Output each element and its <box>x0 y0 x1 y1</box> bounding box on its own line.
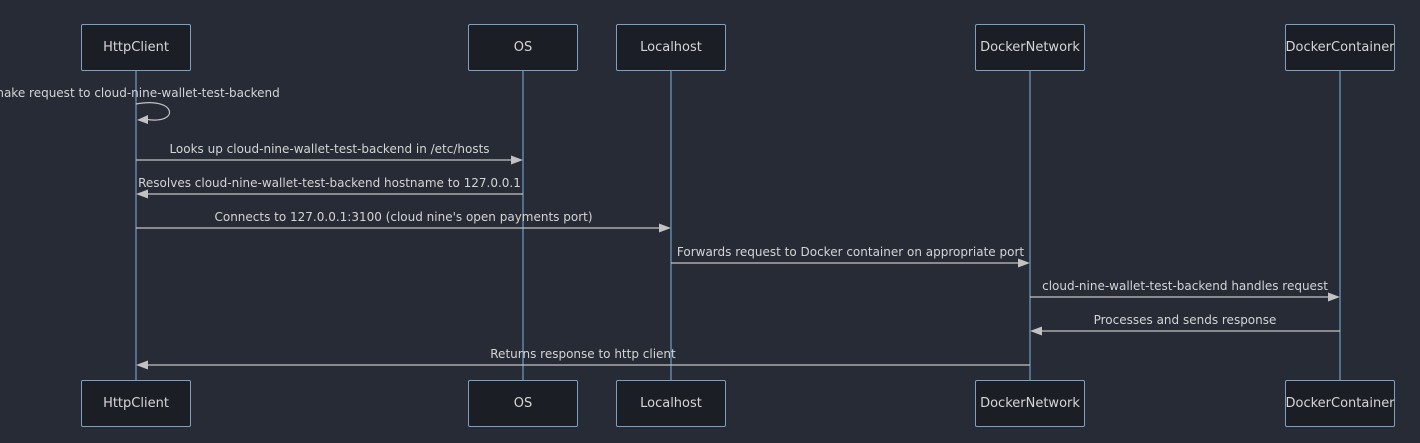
actor-label: Localhost <box>640 40 702 55</box>
message-label: Forwards request to Docker container on … <box>676 245 1025 259</box>
actor-box-dockernetwork-top: DockerNetwork <box>975 24 1085 71</box>
actor-label: HttpClient <box>103 396 169 411</box>
actor-label: OS <box>513 40 533 55</box>
actor-box-dockernetwork-bottom: DockerNetwork <box>975 380 1085 427</box>
actor-box-dockercontainer-top: DockerContainer <box>1285 24 1395 71</box>
message-label: make request to cloud-nine-wallet-test-b… <box>0 86 280 100</box>
message-arrowhead <box>1030 326 1042 336</box>
actor-box-httpclient-top: HttpClient <box>81 24 191 71</box>
message-arrowhead <box>659 223 671 233</box>
actor-label: Localhost <box>640 396 702 411</box>
actor-box-dockercontainer-bottom: DockerContainer <box>1285 380 1395 427</box>
actor-label: DockerNetwork <box>980 40 1080 55</box>
self-message-loop <box>135 102 171 121</box>
actor-box-os-bottom: OS <box>468 380 578 427</box>
message-arrowhead <box>1328 292 1340 302</box>
actor-box-httpclient-bottom: HttpClient <box>81 380 191 427</box>
message-arrowhead <box>136 360 148 370</box>
message-arrowhead <box>511 155 523 165</box>
actor-box-os-top: OS <box>468 24 578 71</box>
actor-box-localhost-top: Localhost <box>616 24 726 71</box>
message-arrowhead <box>1018 258 1030 268</box>
actor-label: OS <box>513 396 533 411</box>
message-arrowhead <box>136 189 148 199</box>
message-label: Returns response to http client <box>490 347 676 361</box>
message-label: Looks up cloud-nine-wallet-test-backend … <box>169 142 490 156</box>
message-label: Connects to 127.0.0.1:3100 (cloud nine's… <box>214 210 593 224</box>
actor-label: HttpClient <box>103 40 169 55</box>
actor-label: DockerContainer <box>1285 40 1395 55</box>
message-label: Processes and sends response <box>1093 313 1277 327</box>
actor-box-localhost-bottom: Localhost <box>616 380 726 427</box>
actor-label: DockerContainer <box>1285 396 1395 411</box>
actor-label: DockerNetwork <box>980 396 1080 411</box>
message-label: Resolves cloud-nine-wallet-test-backend … <box>138 176 521 190</box>
message-arrowhead <box>137 115 148 124</box>
message-label: cloud-nine-wallet-test-backend handles r… <box>1042 279 1328 293</box>
